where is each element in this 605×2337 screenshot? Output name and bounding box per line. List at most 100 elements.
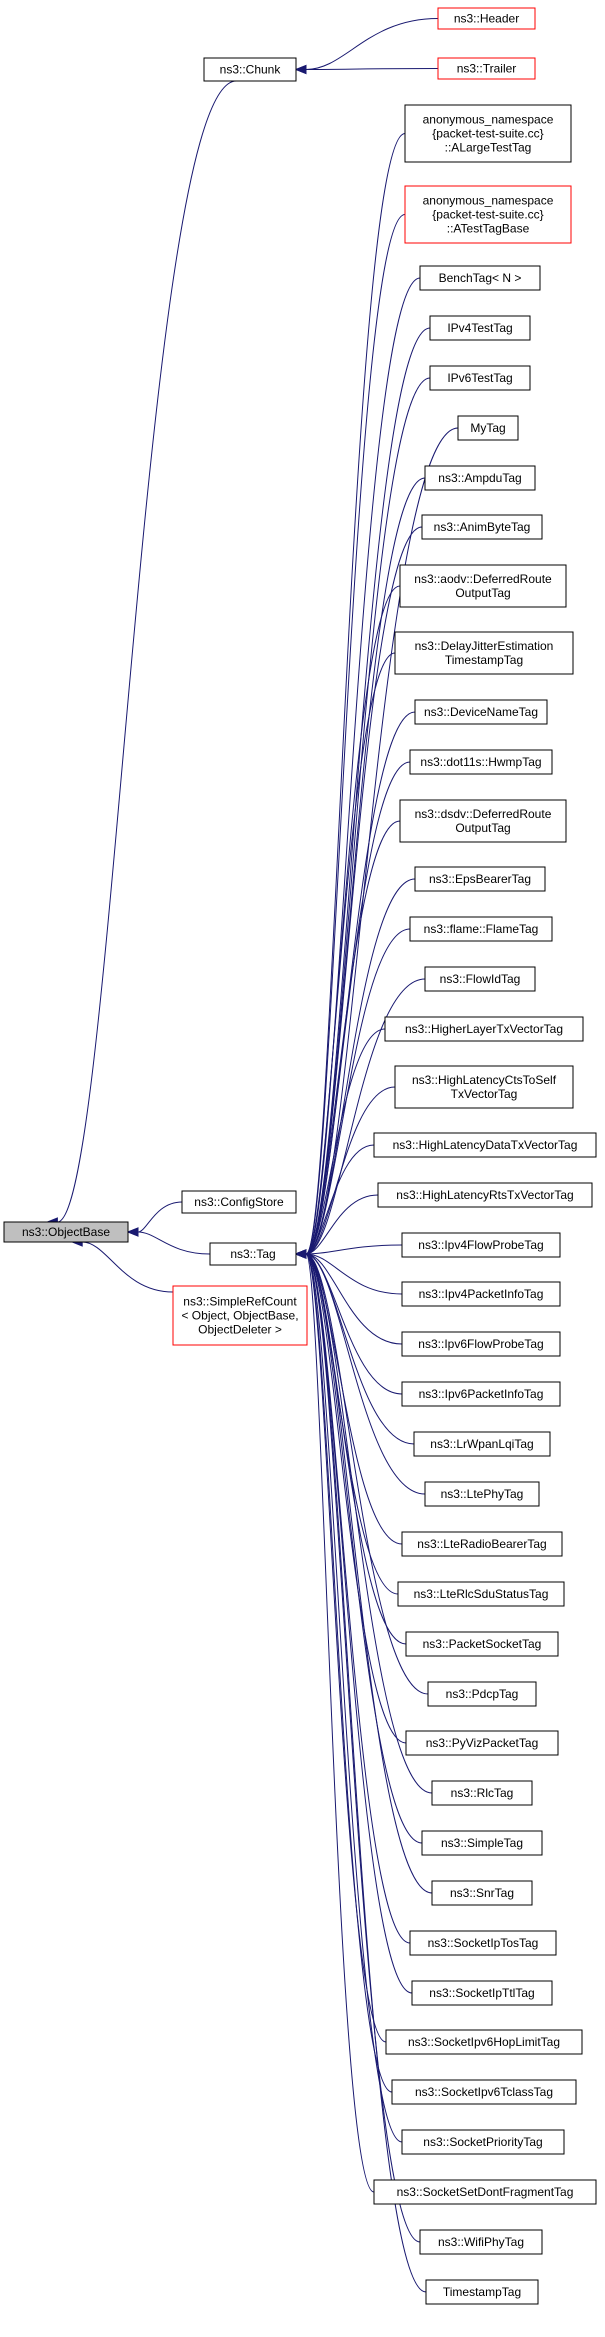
class-node-simpletag[interactable]: ns3::SimpleTag [421, 1830, 543, 1856]
class-node-socketpriority[interactable]: ns3::SocketPriorityTag [401, 2129, 565, 2155]
class-node-objectbase[interactable]: ns3::ObjectBase [3, 1221, 129, 1243]
class-node-hwmptag[interactable]: ns3::dot11s::HwmpTag [409, 749, 553, 775]
class-node-label: IPv4TestTag [447, 321, 512, 335]
class-node-box[interactable] [399, 564, 567, 608]
class-node-box[interactable] [457, 415, 519, 441]
class-node-box[interactable] [373, 2179, 597, 2205]
class-node-socketipv6tclass[interactable]: ns3::SocketIpv6TclassTag [391, 2079, 577, 2105]
class-node-box[interactable] [405, 1631, 559, 1657]
class-node-box[interactable] [437, 57, 536, 80]
class-node-benchtag[interactable]: BenchTag< N > [419, 265, 541, 291]
class-node-box[interactable] [401, 1531, 563, 1557]
class-node-higherlayer[interactable]: ns3::HigherLayerTxVectorTag [384, 1016, 584, 1042]
class-node-box[interactable] [394, 631, 574, 675]
class-node-box[interactable] [419, 2229, 543, 2255]
class-node-box[interactable] [413, 1431, 551, 1457]
class-node-label: ns3::HighLatencyDataTxVectorTag [393, 1138, 578, 1152]
class-node-ipv4testtag[interactable]: IPv4TestTag [429, 315, 531, 341]
class-node-box[interactable] [405, 1730, 559, 1756]
class-node-box[interactable] [394, 1065, 574, 1109]
class-node-highlatencydata[interactable]: ns3::HighLatencyDataTxVectorTag [373, 1132, 597, 1158]
class-node-box[interactable] [421, 514, 543, 540]
class-node-box[interactable] [427, 1681, 537, 1707]
class-node-box[interactable] [424, 1481, 540, 1507]
class-node-box[interactable] [431, 1880, 533, 1906]
class-node-box[interactable] [172, 1285, 308, 1346]
class-node-box[interactable] [377, 1182, 593, 1208]
class-node-flowidtag[interactable]: ns3::FlowIdTag [424, 966, 536, 992]
class-node-box[interactable] [391, 2079, 577, 2105]
class-node-box[interactable] [409, 1930, 557, 1956]
class-node-devicenametag[interactable]: ns3::DeviceNameTag [414, 699, 548, 725]
class-node-configstore[interactable]: ns3::ConfigStore [181, 1190, 297, 1214]
class-node-box[interactable] [401, 1232, 561, 1258]
class-node-socketipv6hop[interactable]: ns3::SocketIpv6HopLimitTag [385, 2029, 583, 2055]
class-node-rlctag[interactable]: ns3::RlcTag [431, 1780, 533, 1806]
class-node-wifiphytag[interactable]: ns3::WifiPhyTag [419, 2229, 543, 2255]
class-node-animbytetag[interactable]: ns3::AnimByteTag [421, 514, 543, 540]
class-node-ipv4flowprobe[interactable]: ns3::Ipv4FlowProbeTag [401, 1232, 561, 1258]
class-node-atesttagbase[interactable]: anonymous_namespace{packet-test-suite.cc… [404, 185, 572, 244]
class-node-alargetesttag[interactable]: anonymous_namespace{packet-test-suite.cc… [404, 104, 572, 163]
class-node-box[interactable] [3, 1221, 129, 1243]
class-node-ltephytag[interactable]: ns3::LtePhyTag [424, 1481, 540, 1507]
class-node-box[interactable] [401, 1281, 561, 1307]
class-node-ipv6packetinfo[interactable]: ns3::Ipv6PacketInfoTag [401, 1381, 561, 1407]
class-node-pdcptag[interactable]: ns3::PdcpTag [427, 1681, 537, 1707]
class-node-socketiptos[interactable]: ns3::SocketIpTosTag [409, 1930, 557, 1956]
class-node-ipv6testtag[interactable]: IPv6TestTag [429, 365, 531, 391]
class-node-flametag[interactable]: ns3::flame::FlameTag [409, 916, 553, 942]
class-node-box[interactable] [209, 1242, 297, 1266]
class-node-box[interactable] [373, 1132, 597, 1158]
class-node-snrtag[interactable]: ns3::SnrTag [431, 1880, 533, 1906]
class-node-box[interactable] [431, 1780, 533, 1806]
class-node-ampdutag[interactable]: ns3::AmpduTag [424, 465, 536, 491]
class-node-box[interactable] [409, 749, 553, 775]
class-node-box[interactable] [385, 2029, 583, 2055]
class-node-box[interactable] [397, 1581, 565, 1607]
class-node-timestamptag[interactable]: TimestampTag [425, 2279, 539, 2305]
class-node-box[interactable] [203, 57, 297, 82]
class-node-box[interactable] [404, 185, 572, 244]
class-node-lterlcsdu[interactable]: ns3::LteRlcSduStatusTag [397, 1581, 565, 1607]
class-node-highlatencyrts[interactable]: ns3::HighLatencyRtsTxVectorTag [377, 1182, 593, 1208]
class-node-box[interactable] [409, 916, 553, 942]
class-node-box[interactable] [424, 465, 536, 491]
class-node-tag[interactable]: ns3::Tag [209, 1242, 297, 1266]
class-node-box[interactable] [429, 365, 531, 391]
class-node-box[interactable] [425, 2279, 539, 2305]
class-node-box[interactable] [401, 1381, 561, 1407]
class-node-ipv6flowprobe[interactable]: ns3::Ipv6FlowProbeTag [401, 1331, 561, 1357]
class-node-box[interactable] [419, 265, 541, 291]
class-node-lteradiobearer[interactable]: ns3::LteRadioBearerTag [401, 1531, 563, 1557]
class-node-epsbearertag[interactable]: ns3::EpsBearerTag [414, 866, 546, 892]
class-node-box[interactable] [424, 966, 536, 992]
class-node-box[interactable] [414, 699, 548, 725]
class-node-ipv4packetinfo[interactable]: ns3::Ipv4PacketInfoTag [401, 1281, 561, 1307]
class-node-mytag[interactable]: MyTag [457, 415, 519, 441]
class-node-socketipttl[interactable]: ns3::SocketIpTtlTag [411, 1980, 553, 2006]
class-node-pyvizpacket[interactable]: ns3::PyVizPacketTag [405, 1730, 559, 1756]
class-node-box[interactable] [399, 799, 567, 843]
class-node-box[interactable] [404, 104, 572, 163]
class-node-simplerefcount[interactable]: ns3::SimpleRefCount< Object, ObjectBase,… [172, 1285, 308, 1346]
class-node-socketsetdont[interactable]: ns3::SocketSetDontFragmentTag [373, 2179, 597, 2205]
class-node-box[interactable] [401, 2129, 565, 2155]
class-node-box[interactable] [414, 866, 546, 892]
class-node-chunk[interactable]: ns3::Chunk [203, 57, 297, 82]
class-node-box[interactable] [384, 1016, 584, 1042]
class-node-packetsockettag[interactable]: ns3::PacketSocketTag [405, 1631, 559, 1657]
class-node-box[interactable] [421, 1830, 543, 1856]
class-node-box[interactable] [429, 315, 531, 341]
class-node-box[interactable] [437, 7, 536, 30]
class-node-box[interactable] [181, 1190, 297, 1214]
class-node-box[interactable] [411, 1980, 553, 2006]
class-node-lrwpanlqi[interactable]: ns3::LrWpanLqiTag [413, 1431, 551, 1457]
class-node-box[interactable] [401, 1331, 561, 1357]
class-node-header[interactable]: ns3::Header [437, 7, 536, 30]
class-node-trailer[interactable]: ns3::Trailer [437, 57, 536, 80]
